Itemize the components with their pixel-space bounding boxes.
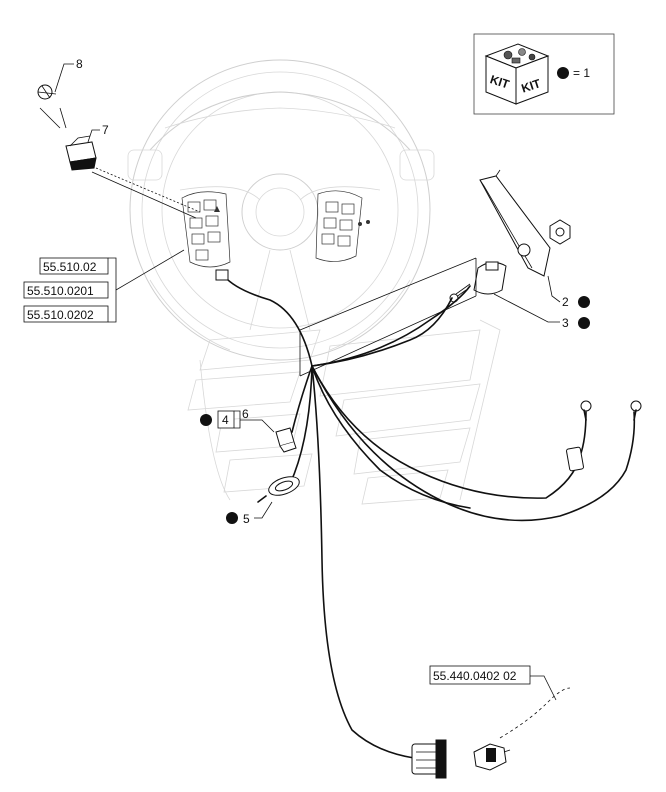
- part-7-rocker-switch: [65, 135, 97, 171]
- leader-2: [547, 275, 561, 303]
- mating-connector: [473, 743, 511, 771]
- kit-bullet-icon: [578, 296, 590, 308]
- kit-bullet-icon: [200, 414, 212, 426]
- callout-8: 8: [76, 57, 83, 71]
- right-wheel-switch-panel: [315, 190, 370, 262]
- part-8-clip: [37, 84, 67, 129]
- part-5-grommet: [257, 476, 300, 503]
- left-wheel-switch-panel: [181, 191, 231, 268]
- kit-equals-text: = 1: [573, 66, 590, 80]
- callout-2: 2: [562, 295, 569, 309]
- leader-5: [254, 501, 273, 519]
- inline-fuse: [566, 446, 584, 472]
- reference-box: [429, 665, 531, 685]
- callout-3: 3: [562, 316, 569, 330]
- reference-box-text: 55.510.0201: [27, 284, 94, 298]
- reference-box-group-bottom: 55.440.0402 02: [429, 665, 557, 701]
- reference-box: [23, 305, 109, 323]
- wire-harness: [223, 275, 636, 759]
- callout-4-box: [217, 410, 235, 429]
- kit-label-right: KIT: [520, 76, 543, 95]
- reference-box-text: 55.510.02: [43, 260, 97, 274]
- kit-bullet-icon: [226, 512, 238, 524]
- leader-7: [87, 129, 100, 143]
- callout-4: 4: [222, 413, 229, 427]
- kit-legend: KIT KIT = 1: [473, 33, 615, 115]
- part-2-nut: [549, 219, 571, 245]
- harness-end-connector: [411, 739, 447, 779]
- part-6-connector: [275, 427, 297, 453]
- callout-5: 5: [243, 512, 250, 526]
- leader-8: [54, 63, 74, 93]
- part-2-bracket: [479, 169, 551, 277]
- kit-bullet-icon: [557, 67, 569, 79]
- steering-wheel-ghost: [127, 59, 435, 361]
- ring-terminal-right: [630, 400, 642, 421]
- reference-box-text: 55.510.0202: [27, 308, 94, 322]
- ring-terminal-left: [580, 400, 592, 421]
- reference-box-text: 55.440.0402 02: [433, 669, 517, 683]
- reference-box: [23, 281, 109, 299]
- leader-3: [493, 293, 560, 323]
- callout-7: 7: [102, 123, 109, 137]
- callout-6: 6: [242, 407, 249, 421]
- kit-bullet-icon: [578, 317, 590, 329]
- panel-connector: [215, 269, 229, 281]
- reference-box: [39, 257, 109, 275]
- backdrop-stripes-ghost: [187, 319, 501, 505]
- leader-6: [240, 419, 275, 433]
- kit-label-left: KIT: [488, 72, 511, 91]
- kit-box-icon: [484, 43, 550, 105]
- reference-box-group-left: 55.510.02 55.510.0201 55.510.0202: [23, 249, 185, 323]
